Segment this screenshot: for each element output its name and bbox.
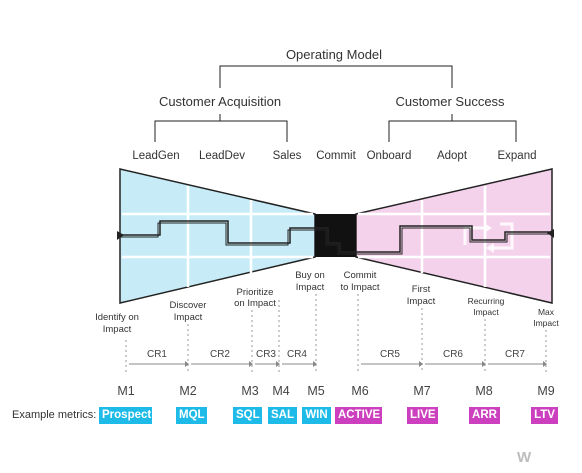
milestone-m2: M2	[179, 384, 196, 398]
metric-badge-live: LIVE	[407, 407, 438, 424]
acquisition-funnel	[119, 168, 316, 304]
metric-label: SQL	[236, 409, 260, 421]
metric-label: MQL	[179, 409, 205, 421]
cr3-label: CR3	[256, 349, 276, 360]
commit-box	[315, 214, 356, 257]
customer-success-label: Customer Success	[395, 94, 505, 109]
cr5-label: CR5	[380, 349, 400, 360]
customer-acquisition-label: Customer Acquisition	[159, 94, 281, 109]
brand-logo: W	[517, 449, 532, 466]
cr2-label: CR2	[210, 349, 230, 360]
stage-commit: Commit	[316, 150, 356, 162]
left-arrow	[117, 231, 124, 240]
conversion-arrowheads	[185, 361, 547, 367]
milestone-m9: M9	[537, 384, 554, 398]
metric-label: LTV	[534, 409, 555, 421]
milestone-m3: M3	[241, 384, 258, 398]
milestone-m1: M1	[117, 384, 134, 398]
metrics-caption: Example metrics:	[12, 409, 97, 421]
metric-badge-ltv: LTV	[531, 407, 558, 424]
metric-badge-win: WIN	[302, 407, 331, 424]
stage-expand: Expand	[497, 150, 536, 162]
metric-label: Prospect	[102, 409, 152, 421]
bowtie-shape	[119, 168, 553, 304]
metric-badge-prospect: Prospect	[99, 407, 152, 424]
cr1-label: CR1	[147, 349, 167, 360]
metric-badge-active: ACTIVE	[335, 407, 382, 424]
milestone-m6: M6	[351, 384, 368, 398]
metric-label: LIVE	[410, 409, 436, 421]
stage-adopt: Adopt	[437, 150, 468, 162]
metric-label: WIN	[305, 409, 328, 421]
stage-onboard: Onboard	[367, 150, 412, 162]
right-arrow	[547, 229, 554, 238]
metric-label: ARR	[472, 409, 497, 421]
milestone-m7: M7	[413, 384, 430, 398]
cr6-label: CR6	[443, 349, 463, 360]
success-funnel	[355, 168, 553, 304]
metric-label: ACTIVE	[338, 409, 381, 421]
hierarchy-tree	[154, 65, 517, 142]
milestone-m5: M5	[307, 384, 324, 398]
journey-path	[120, 220, 552, 255]
milestone-m8: M8	[475, 384, 492, 398]
milestone-m4: M4	[272, 384, 289, 398]
operating-model-title: Operating Model	[286, 47, 382, 62]
stage-leaddev: LeadDev	[199, 150, 245, 162]
metric-label: SAL	[271, 409, 294, 421]
metric-badge-sal: SAL	[268, 407, 297, 424]
cr4-label: CR4	[287, 349, 307, 360]
stage-sales: Sales	[273, 150, 302, 162]
metric-badge-sql: SQL	[233, 407, 262, 424]
metric-badge-mql: MQL	[176, 407, 207, 424]
metric-badge-arr: ARR	[469, 407, 500, 424]
stage-leadgen: LeadGen	[132, 150, 179, 162]
cr7-label: CR7	[505, 349, 525, 360]
